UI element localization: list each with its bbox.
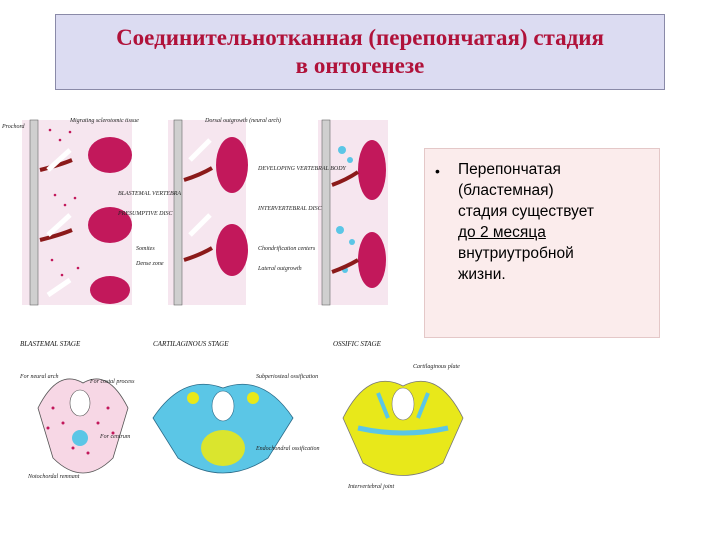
label-cartilaginous-stage: CARTILAGINOUS STAGE (153, 340, 229, 348)
label-blastemal-stage: BLASTEMAL STAGE (20, 340, 81, 348)
vertebra-stages-figure: BLASTEMAL STAGE CARTILAGINOUS STAGE OSSI… (18, 338, 483, 498)
label-centrum: For centrum (99, 434, 131, 440)
label-chondrification: Chondrification centers (258, 245, 316, 252)
label-subperiosteal: Subperiosteal ossification (256, 373, 318, 380)
label-notochordal: Notochordal remnant (27, 474, 80, 480)
bullet-marker: • (435, 163, 440, 179)
label-intervertebral-joint: Intervertebral joint (347, 484, 394, 490)
label-developing-body: DEVELOPING VERTEBRAL BODY (257, 166, 347, 172)
vertebral-development-figure: Prochord Migrating sclerotomic tissue BL… (0, 110, 420, 320)
label-somites: Somites (136, 246, 155, 252)
label-presumptive-disc: PRESUMPTIVE DISC (117, 211, 173, 217)
title-box: Соединительнотканная (перепончатая) стад… (55, 14, 665, 90)
panel-3 (318, 120, 388, 305)
title-line-2: в онтогенезе (296, 52, 425, 80)
panel-2 (168, 120, 248, 305)
label-dorsal-outgrowth: Dorsal outgrowth (neural arch) (204, 117, 281, 124)
bullet-line-1: Перепончатая (458, 159, 654, 180)
label-lateral-outgrowth: Lateral outgrowth (257, 266, 302, 272)
bullet-box: • Перепончатая (бластемная) стадия сущес… (424, 148, 660, 338)
bullet-line-5: внутриутробной (458, 243, 654, 264)
label-migrating: Migrating sclerotomic tissue (69, 118, 139, 124)
bullet-text: Перепончатая (бластемная) стадия существ… (458, 159, 654, 285)
bullet-line-4: до 2 месяца (458, 222, 654, 243)
bullet-line-6: жизни. (458, 264, 654, 285)
bullet-line-3: стадия существует (458, 201, 654, 222)
bullet-line-2: (бластемная) (458, 180, 654, 201)
panel-1 (22, 120, 132, 305)
label-dense-zone: Dense zone (135, 261, 164, 267)
label-endochondral: Endochondral ossification (255, 445, 320, 452)
label-blastemal-vertebra: BLASTEMAL VERTEBRA (118, 191, 181, 197)
label-costal-process: For costal process (89, 379, 135, 385)
title-line-1: Соединительнотканная (перепончатая) стад… (116, 24, 604, 52)
label-intervertebral-disc: INTERVERTEBRAL DISC (257, 206, 323, 212)
label-ossific-stage: OSSIFIC STAGE (333, 340, 382, 348)
label-neural-arch: For neural arch (19, 374, 58, 380)
label-cartilaginous-plate: Cartilaginous plate (413, 364, 460, 370)
label-prochord: Prochord (1, 124, 26, 130)
